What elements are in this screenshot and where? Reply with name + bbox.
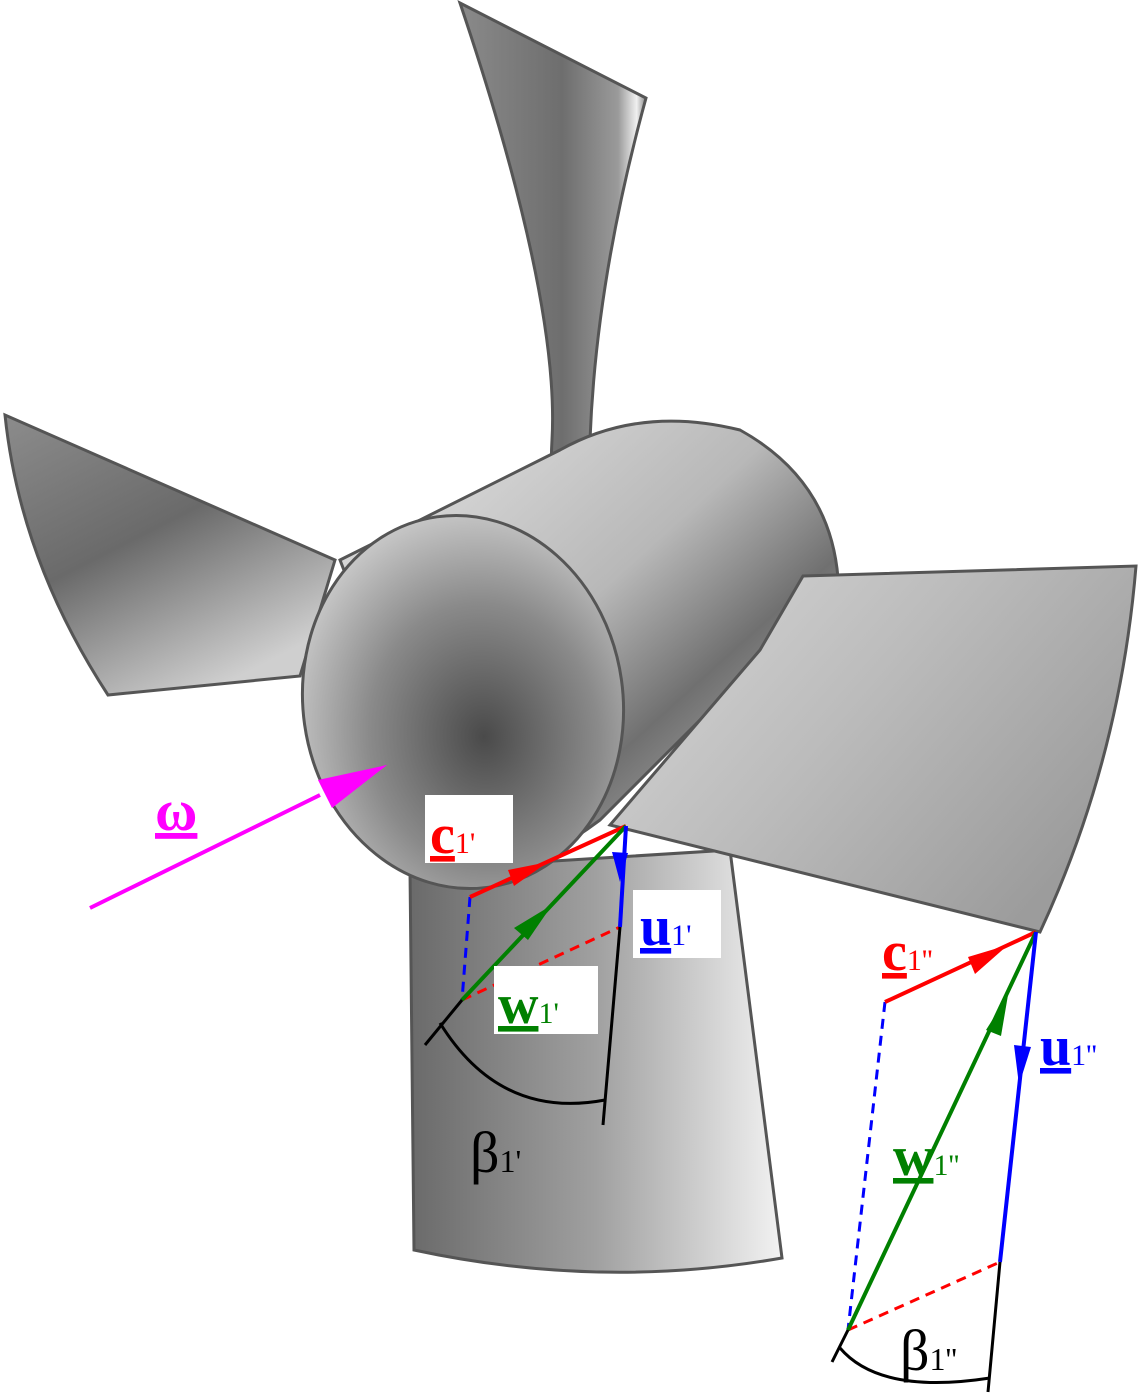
omega-arrowhead <box>318 765 387 808</box>
beta1p-left-leg <box>423 999 464 1046</box>
u1pp-label-sub: 1'' <box>1071 1039 1097 1072</box>
w1pp-arrowhead <box>986 995 1008 1036</box>
w1pp-label-main: w <box>893 1126 934 1188</box>
u1pp-label: u1'' <box>1040 1016 1097 1078</box>
c1pp-dashed-line <box>847 1260 1001 1332</box>
w1pp-label-sub: 1'' <box>933 1149 959 1182</box>
u1p-dashed-line <box>460 896 472 1001</box>
w1p-arrowhead <box>514 905 552 940</box>
u1p-label-box <box>633 890 721 958</box>
u1p-vector <box>618 825 628 928</box>
beta1p-label: β1' <box>470 1120 521 1185</box>
beta1pp-left-leg <box>830 1329 850 1363</box>
beta1p-label-sub: 1' <box>500 1143 522 1179</box>
w1pp-label: w1'' <box>893 1126 959 1188</box>
w1p-label-box <box>494 966 598 1034</box>
c1p-arrowhead <box>508 862 548 886</box>
u1pp-label-main: u <box>1040 1016 1071 1078</box>
c1p-vector <box>469 824 627 899</box>
c1pp-label-main: c <box>882 921 907 983</box>
right-blade <box>607 564 1138 934</box>
w1p-label: w1' <box>498 974 559 1036</box>
u1p-label: u1' <box>640 896 692 958</box>
c1pp-label: c1'' <box>882 921 933 983</box>
u1pp-vector <box>998 931 1038 1263</box>
u1p-arrowhead <box>612 852 628 882</box>
beta1p-label-main: β <box>470 1120 500 1185</box>
c1p-label: c1' <box>430 804 475 866</box>
u1pp-dashed-line <box>846 1001 887 1331</box>
c1p-label-sub: 1' <box>455 827 475 860</box>
u1p-label-main: u <box>640 896 671 958</box>
beta1p-right-leg <box>601 926 622 1126</box>
w1pp-vector <box>846 931 1038 1331</box>
c1pp-vector <box>884 930 1037 1004</box>
u1p-label-sub: 1' <box>671 919 691 952</box>
left-blade <box>3 412 337 697</box>
omega-arrow <box>89 793 321 910</box>
c1p-dashed-line <box>461 925 621 1002</box>
u1pp-arrowhead <box>1014 1045 1031 1085</box>
beta1pp-right-leg <box>986 1261 1002 1393</box>
beta1pp-arc <box>838 1347 991 1384</box>
omega-label: ω <box>155 778 197 843</box>
w1p-label-main: w <box>498 974 539 1036</box>
bottom-blade <box>408 848 784 1274</box>
c1pp-label-sub: 1'' <box>907 944 933 977</box>
w1p-label-sub: 1' <box>538 997 558 1030</box>
beta1pp-label-sub: 1'' <box>930 1341 958 1377</box>
c1pp-arrowhead <box>968 945 1008 974</box>
beta1pp-label: β1'' <box>900 1318 957 1383</box>
c1p-label-main: c <box>430 804 455 866</box>
beta1pp-label-main: β <box>900 1318 930 1383</box>
beta1p-arc <box>438 1022 606 1105</box>
c1p-label-box <box>425 795 513 863</box>
